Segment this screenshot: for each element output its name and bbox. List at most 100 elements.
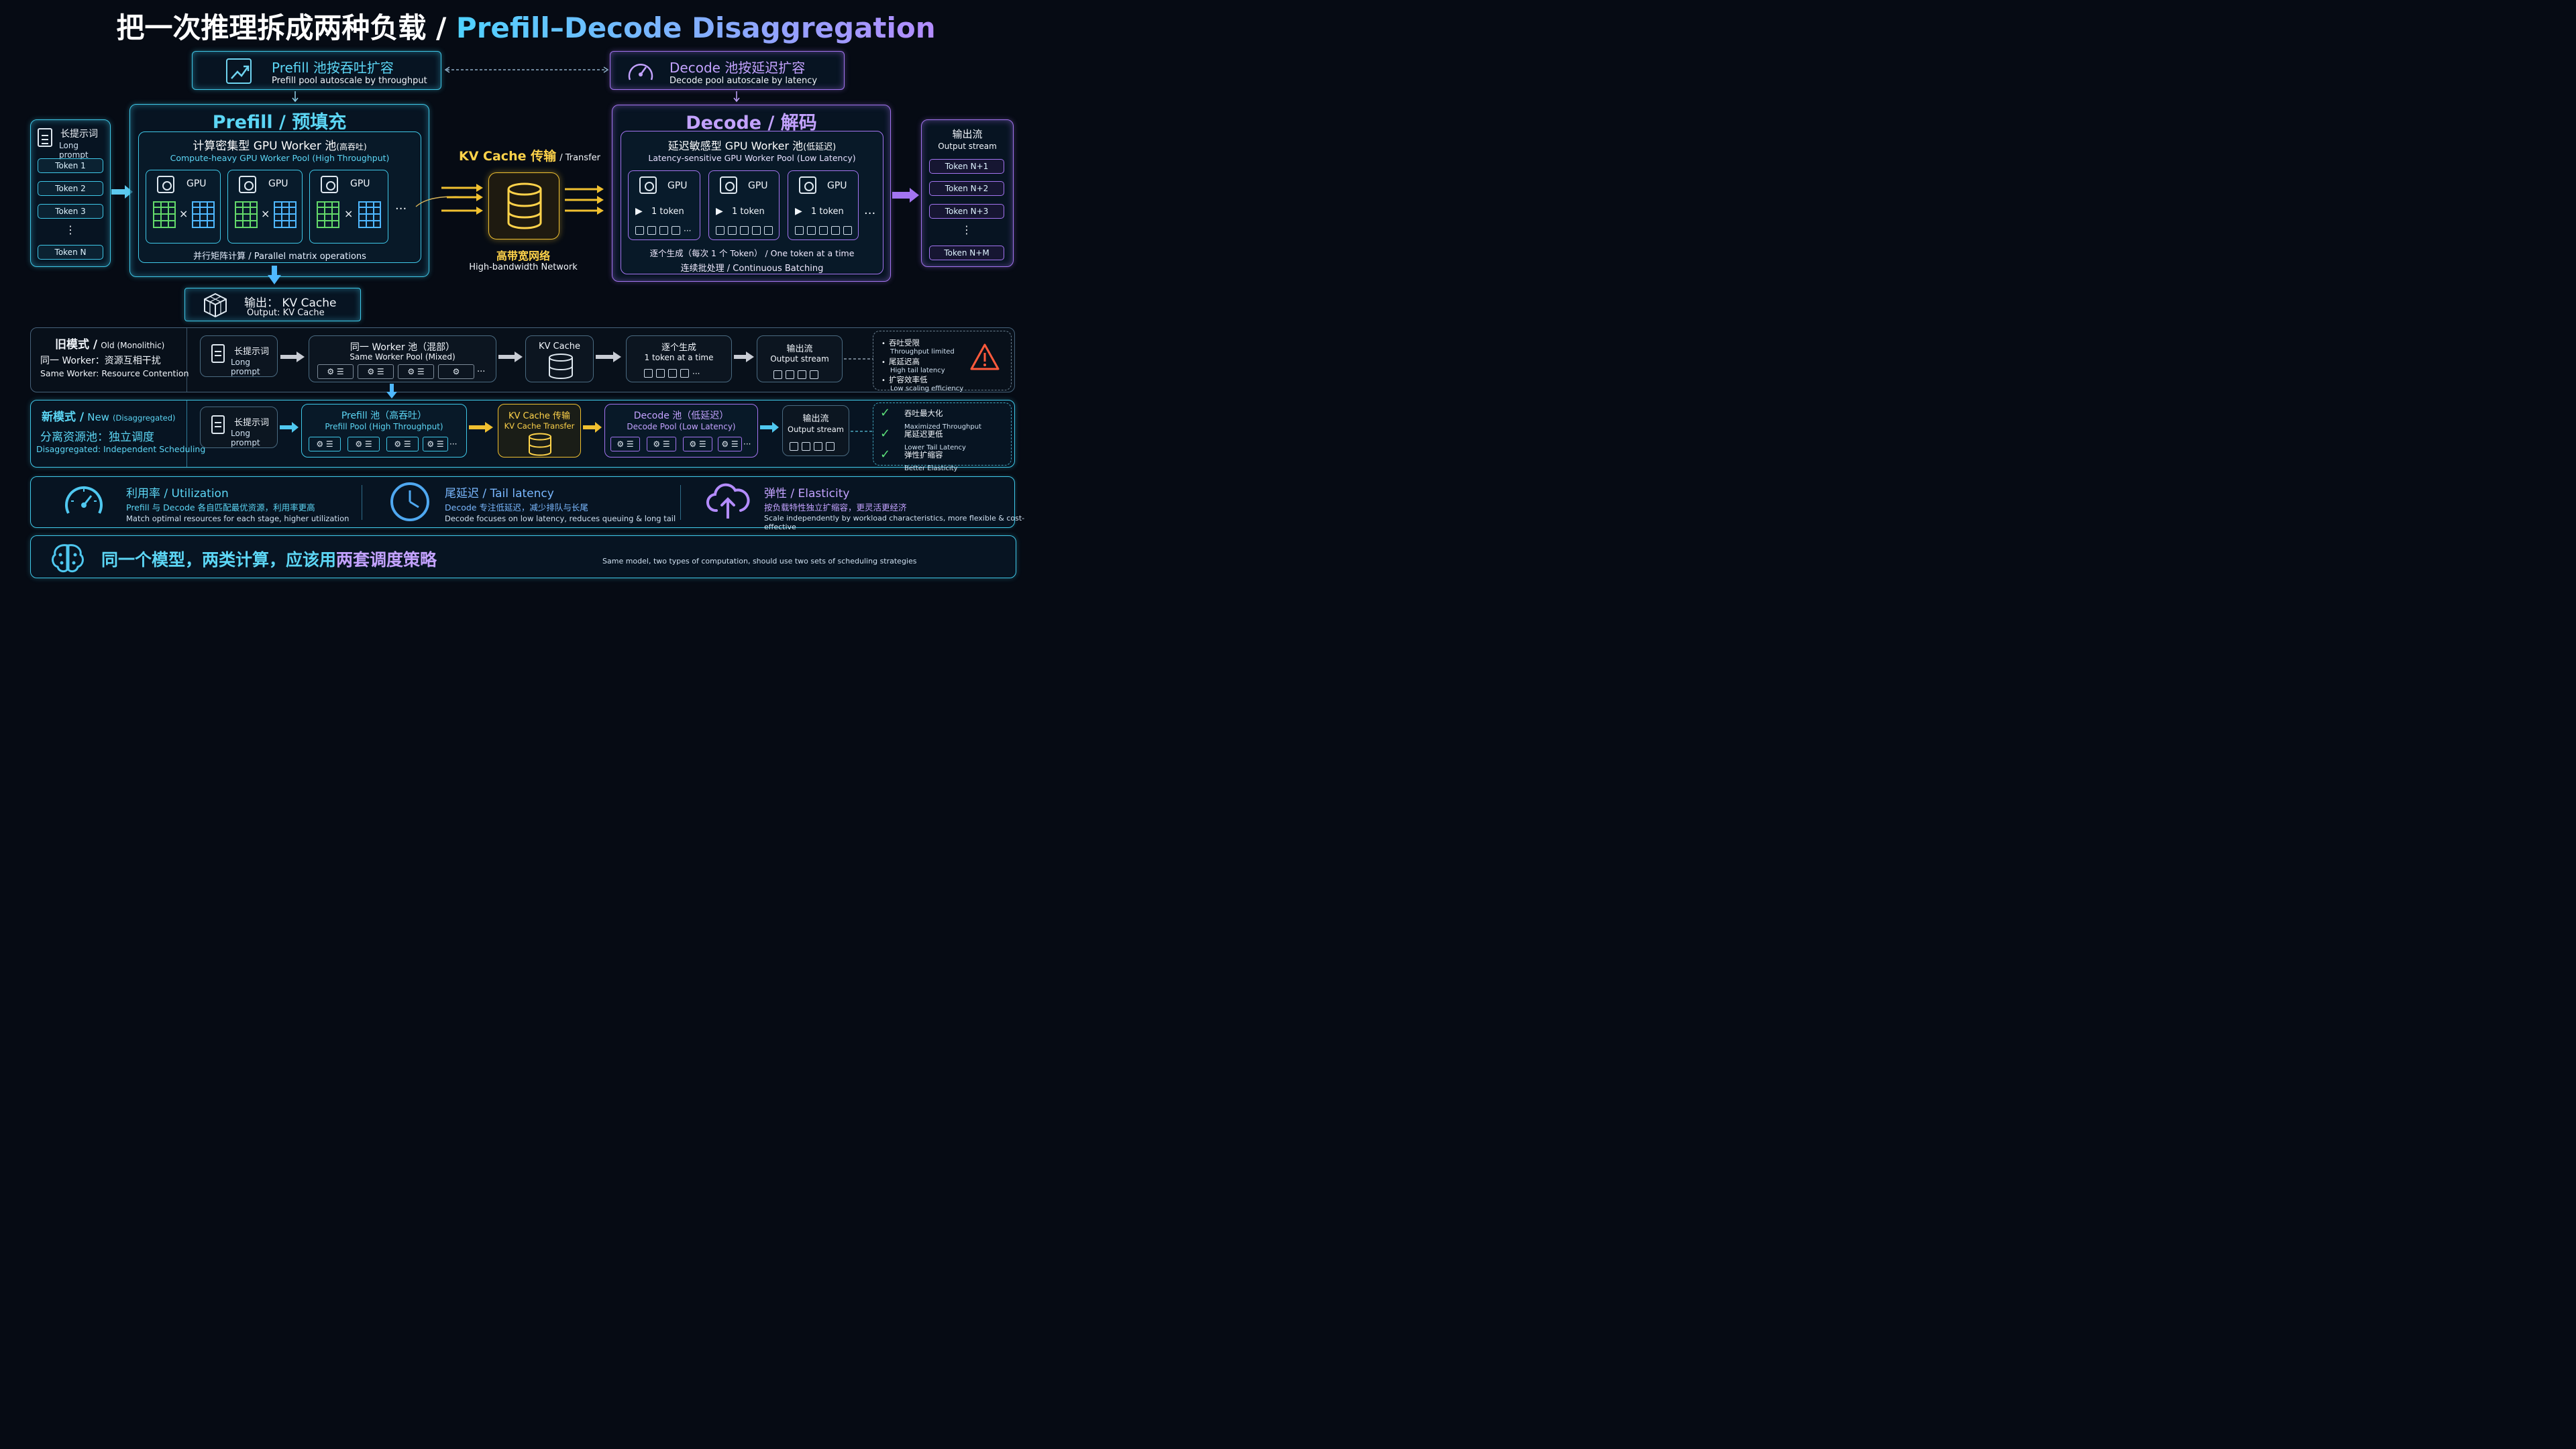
feature-title: 弹性 / Elasticity <box>764 487 850 500</box>
gpu-chip-icon: ⚙ ☰ <box>423 437 448 451</box>
gauge-icon <box>627 58 655 85</box>
kv-transfer-heading: KV Cache 传输 / Transfer <box>459 146 600 164</box>
gpu-chip-icon: ⚙ ☰ <box>309 437 341 451</box>
prefill-gpu-card: GPU × <box>227 170 303 244</box>
decode-gpu-card: GPU ▶ 1 token <box>788 170 859 240</box>
new-arrow <box>583 422 602 433</box>
title-cn: 把一次推理拆成两种负载 / <box>116 11 456 44</box>
gpu-label: GPU <box>667 180 688 191</box>
token-label: 1 token <box>811 207 844 217</box>
prefill-panel: Prefill / 预填充 计算密集型 GPU Worker 池(高吞吐) Co… <box>129 104 429 277</box>
old-label-en: Old (Monolithic) <box>101 341 165 350</box>
old-pool-gpus: ⚙ ☰⚙ ☰⚙ ☰⚙··· <box>317 364 485 379</box>
new-prefill-gpus: ⚙ ☰⚙ ☰⚙ ☰⚙ ☰··· <box>309 437 457 451</box>
gpu-label: GPU <box>186 178 207 189</box>
gpu-chip-icon <box>239 176 256 193</box>
benefit-cn: 尾延迟更低 <box>904 429 943 439</box>
footer-cn-b: 两套调度策略 <box>336 550 437 570</box>
output-stream-panel: 输出流 Output stream Token N+1 Token N+2 To… <box>921 119 1014 267</box>
gpu-label: GPU <box>827 180 847 191</box>
new-out-cn: 输出流 <box>802 414 829 424</box>
old-prompt-en: Long prompt <box>231 358 260 376</box>
matrix-grid-icon <box>235 201 258 228</box>
input-token: Token 3 <box>38 204 103 219</box>
footer-cn-a: 同一个模型，两类计算，应该用 <box>101 550 337 570</box>
old-arrow <box>498 352 523 362</box>
input-token: Token N <box>38 245 103 260</box>
decode-footer-1: 逐个生成（每次 1 个 Token） / One token at a time <box>649 248 855 258</box>
gpu-chip-icon <box>157 176 174 193</box>
new-sub-en: Disaggregated: Independent Scheduling <box>36 444 206 454</box>
new-arrow <box>280 422 299 433</box>
footer-banner: 同一个模型，两类计算，应该用两套调度策略 Same model, two typ… <box>30 535 1016 578</box>
old-kv-label: KV Cache <box>539 341 580 352</box>
kv-output-cn: 输出： KV Cache <box>244 297 337 310</box>
token-label: 1 token <box>732 207 765 217</box>
prefill-title: Prefill / 预填充 <box>212 112 347 133</box>
prefill-autoscale-cn: Prefill 池按吞吐扩容 <box>272 60 394 76</box>
feature-en: Scale independently by workload characte… <box>764 514 1025 531</box>
decode-pool-heading: 延迟敏感型 GPU Worker 池(低延迟) <box>621 137 883 153</box>
feature-divider <box>680 485 681 520</box>
gpu-chip-icon: ⚙ ☰ <box>358 364 394 379</box>
matrix-grid-icon <box>358 201 381 228</box>
title-en: Prefill–Decode Disaggregation <box>455 11 936 44</box>
benefit-en: Better Elasticity <box>904 465 958 472</box>
matrix-grid-icon <box>153 201 176 228</box>
feature-en: Decode focuses on low latency, reduces q… <box>445 514 676 523</box>
new-decode-pool-box: Decode 池（低延迟） Decode Pool (Low Latency) … <box>604 404 758 458</box>
gpu-chip-icon <box>720 176 737 194</box>
kv-transfer-cn: KV Cache 传输 <box>459 149 557 164</box>
matrix-multiply-sign: × <box>261 207 270 220</box>
issue-cn: 尾延迟高 <box>889 357 920 366</box>
prefill-to-kv-arrows <box>415 184 483 215</box>
decode-to-output-arrow <box>892 188 919 203</box>
prefill-more-ellipsis: ··· <box>395 202 407 216</box>
input-to-prefill-arrow <box>111 185 133 199</box>
token-slots <box>773 368 822 380</box>
kv-transfer-en: / Transfer <box>559 153 600 163</box>
new-prompt-cn: 长提示词 <box>234 418 270 428</box>
old-mode-row: 旧模式 / Old (Monolithic) 同一 Worker：资源互相干扰 … <box>30 327 1015 392</box>
footer-en: Same model, two types of computation, sh… <box>602 557 917 566</box>
document-icon <box>211 415 225 434</box>
new-label-note: (Disaggregated) <box>113 413 176 423</box>
issue-cn: 吞吐受限 <box>889 338 920 347</box>
decode-autoscale-en: Decode pool autoscale by latency <box>669 76 818 86</box>
old-pool-en: Same Worker Pool (Mixed) <box>350 352 455 362</box>
token-slots <box>790 439 838 452</box>
page-title: 把一次推理拆成两种负载 / Prefill–Decode Disaggregat… <box>0 5 1052 46</box>
gpu-chip-icon <box>639 176 657 194</box>
gpu-chip-icon: ⚙ ☰ <box>718 437 742 451</box>
token-slots <box>716 223 776 236</box>
gpu-chip-icon: ⚙ ☰ <box>610 437 640 451</box>
benefit-en: Maximized Throughput <box>904 423 981 431</box>
prefill-pool-note: (高吞吐) <box>336 142 367 152</box>
feature-cn: Decode 专注低延迟，减少排队与长尾 <box>445 502 588 513</box>
kv-database-tile <box>488 172 559 239</box>
old-mixed-pool-box: 同一 Worker 池（混部） Same Worker Pool (Mixed)… <box>309 335 496 382</box>
output-token-ellipsis: ⋮ <box>961 223 972 236</box>
prefill-pool-cn: 计算密集型 GPU Worker 池 <box>193 140 337 153</box>
footer-cn: 同一个模型，两类计算，应该用两套调度策略 <box>101 547 437 571</box>
prefill-pool-heading: 计算密集型 GPU Worker 池(高吞吐) <box>139 136 421 153</box>
old-generate-box: 逐个生成 1 token at a time ··· <box>626 335 732 382</box>
gpu-chip-icon <box>799 176 816 194</box>
decode-worker-pool: 延迟敏感型 GPU Worker 池(低延迟) Latency-sensitiv… <box>621 131 883 274</box>
old-sub-cn: 同一 Worker：资源互相干扰 <box>40 356 161 366</box>
old-mode-label: 旧模式 / Old (Monolithic) <box>55 335 164 352</box>
input-prompt-en: Long prompt <box>59 141 89 160</box>
old-sub-en: Same Worker: Resource Contention <box>40 368 189 378</box>
old-arrow <box>596 352 621 362</box>
prefill-gpu-card: GPU × <box>309 170 388 244</box>
old-out-en: Output stream <box>770 354 829 364</box>
play-icon: ▶ <box>795 206 802 217</box>
gpu-chip-icon: ⚙ ☰ <box>386 437 419 451</box>
prefill-autoscale-en: Prefill pool autoscale by throughput <box>272 76 427 86</box>
kv-cache-output-box: 输出： KV Cache Output: KV Cache <box>184 288 361 321</box>
input-token-ellipsis: ⋮ <box>65 223 76 236</box>
gpu-label: GPU <box>268 178 288 189</box>
new-kv-en: KV Cache Transfer <box>504 421 575 431</box>
